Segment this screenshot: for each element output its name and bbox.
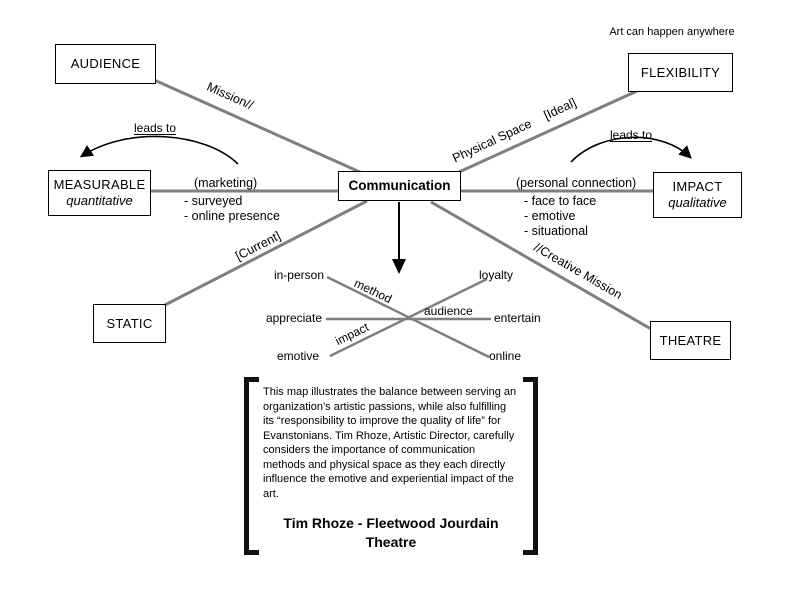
node-impact: IMPACT qualitative	[653, 172, 742, 218]
node-flexibility: FLEXIBILITY	[628, 53, 733, 92]
cross-online-label: online	[489, 349, 522, 363]
edge-label-mission: Mission//	[204, 79, 256, 113]
caption-body: This map illustrates the balance between…	[263, 386, 517, 500]
node-flexibility-label: FLEXIBILITY	[640, 64, 721, 80]
down-arrow-head	[392, 259, 406, 274]
cross-audience-label: audience	[424, 304, 473, 318]
marketing-items: - surveyed - online presence	[184, 194, 280, 224]
personal-connection-title: (personal connection)	[516, 176, 637, 190]
marketing-item: - online presence	[184, 209, 280, 223]
edge-label-physical-space: Physical Space	[450, 116, 534, 166]
cross-method-label: method	[351, 275, 395, 307]
caption-byline-line1: Tim Rhoze - Fleetwood Jourdain	[283, 515, 499, 531]
edge-label-ideal: [Ideal]	[541, 95, 579, 123]
personal-connection-item: - emotive	[524, 209, 576, 223]
node-impact-sublabel: qualitative	[668, 195, 727, 210]
node-impact-label: IMPACT	[672, 179, 723, 194]
personal-connection-items: - face to face - emotive - situational	[524, 194, 596, 239]
leads-to-left-arrow	[79, 135, 239, 165]
cross-entertain-label: entertain	[494, 311, 541, 325]
node-static: STATIC	[93, 304, 166, 343]
node-theatre-label: THEATRE	[659, 332, 722, 348]
node-audience: AUDIENCE	[55, 44, 156, 84]
node-measurable-label: MEASURABLE	[53, 177, 146, 192]
cross-impact-label: impact	[333, 319, 371, 349]
caption-bracket-right	[523, 377, 538, 555]
node-communication-label: Communication	[348, 178, 451, 193]
personal-connection-item: - situational	[524, 224, 588, 238]
cross-appreciate-label: appreciate	[265, 311, 322, 325]
marketing-item: - surveyed	[184, 194, 243, 208]
cross-emotive-label: emotive	[277, 349, 320, 363]
node-static-label: STATIC	[106, 315, 153, 331]
leads-to-left-label: leads to	[133, 121, 177, 135]
caption-bracket-left	[244, 377, 259, 555]
node-measurable-sublabel: quantitative	[66, 193, 133, 208]
cross-in-person-label: in-person	[273, 268, 324, 282]
node-theatre: THEATRE	[650, 321, 731, 360]
flexibility-note: Art can happen anywhere	[609, 26, 735, 38]
edge-label-current: [Current]	[233, 228, 283, 264]
node-audience-label: AUDIENCE	[70, 56, 141, 71]
node-measurable: MEASURABLE quantitative	[48, 170, 151, 216]
leads-to-right-label: leads to	[609, 128, 653, 142]
caption-byline: Tim Rhoze - Fleetwood Jourdain Theatre	[248, 514, 534, 552]
caption-byline-line2: Theatre	[365, 534, 417, 550]
node-communication: Communication	[338, 171, 461, 201]
marketing-title: (marketing)	[194, 176, 258, 190]
personal-connection-item: - face to face	[524, 194, 597, 208]
edge-label-creative-mission: //Creative Mission	[531, 240, 625, 302]
cross-loyalty-label: loyalty	[479, 268, 514, 282]
